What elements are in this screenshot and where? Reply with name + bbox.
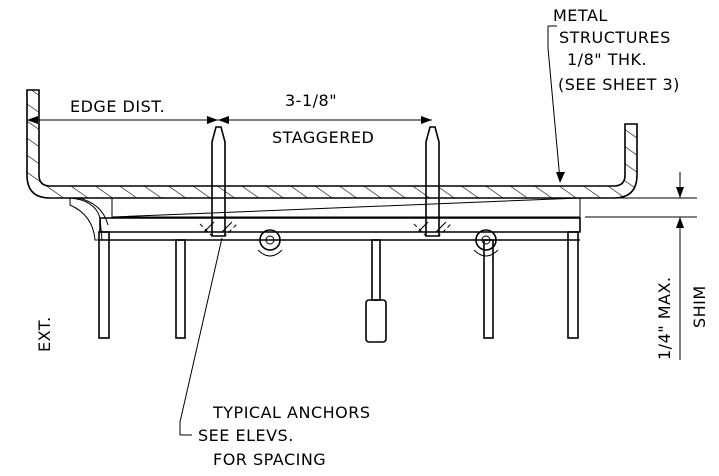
label-staggered: STAGGERED — [272, 128, 374, 147]
shim-wedge — [111, 197, 581, 218]
label-max: 1/4" MAX. — [655, 277, 674, 361]
label-shim: SHIM — [690, 285, 709, 328]
label-anchors-3: FOR SPACING — [213, 450, 326, 469]
edge-sealant — [69, 197, 109, 241]
label-structures: STRUCTURES — [559, 28, 671, 47]
label-anchors-1: TYPICAL ANCHORS — [212, 403, 371, 422]
label-metal: METAL — [553, 6, 608, 25]
label-anchors-2: SEE ELEVS. — [198, 426, 294, 445]
anchors-leader — [179, 237, 223, 436]
label-thickness: 1/8" THK. — [567, 50, 647, 69]
label-ext: EXT. — [35, 316, 54, 352]
anchor-right — [413, 126, 452, 237]
label-spacing: 3-1/8" — [285, 91, 337, 110]
anchor-left — [199, 126, 238, 237]
max-thickness-dimension — [585, 172, 697, 360]
frame-extrusion — [98, 217, 581, 343]
metal-structures-leader — [547, 25, 565, 183]
spacing-dimension — [218, 116, 432, 124]
metal-structure-channel — [26, 89, 638, 199]
edge-distance-dimension — [27, 116, 218, 124]
label-edge-dist: EDGE DIST. — [70, 97, 165, 116]
label-see-sheet: (SEE SHEET 3) — [558, 75, 680, 94]
